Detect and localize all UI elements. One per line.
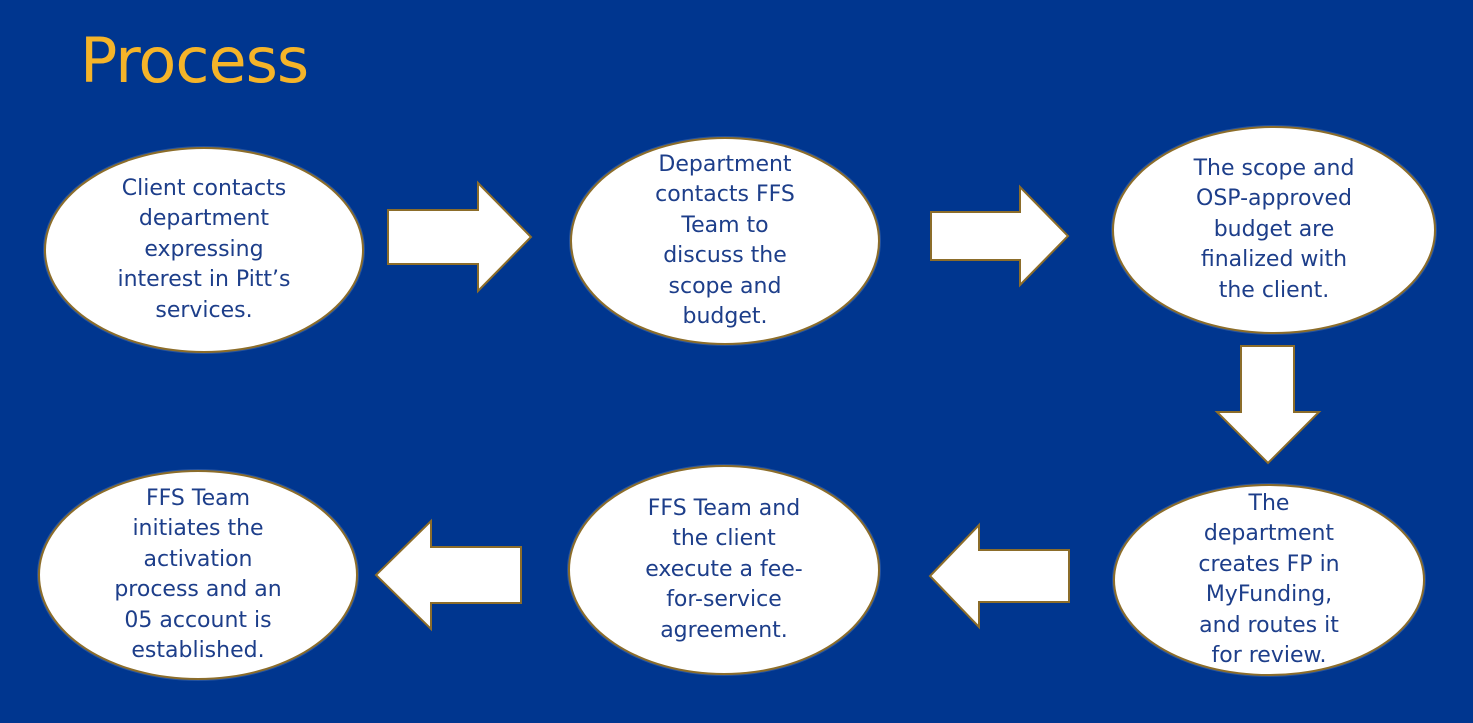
step-6-text: FFS Team initiates the activation proces… — [114, 484, 281, 667]
step-2-line: Department — [658, 151, 792, 177]
step-2-line: budget. — [682, 304, 768, 329]
step-3-oval: The scope and OSP-approved budget are fi… — [1112, 126, 1436, 334]
step-3-line: The scope and — [1193, 155, 1355, 181]
step-6-line: initiates the — [132, 516, 264, 541]
step-3-line: budget are — [1213, 216, 1335, 242]
arrow-down — [1214, 345, 1322, 465]
step-1-line: expressing — [144, 236, 264, 262]
step-2-line: scope and — [668, 273, 782, 299]
step-6-oval: FFS Team initiates the activation proces… — [38, 470, 358, 680]
step-1-text: Client contacts department expressing in… — [117, 174, 290, 327]
step-4-oval: The department creates FP in MyFunding, … — [1113, 484, 1425, 676]
step-2-line: Team to — [681, 212, 769, 238]
step-6-line: 05 account is — [124, 607, 272, 633]
step-6-line: process and an — [114, 577, 282, 602]
step-4-line: for review. — [1211, 643, 1327, 668]
arrow-left-2 — [374, 518, 522, 632]
step-1-line: Client contacts — [121, 175, 287, 201]
step-4-line: and routes it — [1199, 612, 1339, 638]
step-3-line: the client. — [1218, 277, 1330, 303]
step-1-oval: Client contacts department expressing in… — [44, 147, 364, 353]
step-2-text: Department contacts FFS Team to discuss … — [655, 150, 795, 333]
step-4-line: creates FP in — [1198, 551, 1340, 577]
step-6-line: activation — [143, 546, 253, 572]
step-1-line: services. — [155, 297, 253, 323]
step-6-line: FFS Team — [145, 485, 251, 511]
step-5-line: for-service — [666, 587, 782, 613]
step-3-line: OSP-approved — [1196, 186, 1352, 212]
step-4-line: department — [1203, 521, 1335, 546]
step-3-line: finalized with — [1200, 247, 1348, 273]
step-5-line: execute a fee- — [645, 556, 803, 582]
step-5-line: the client — [672, 526, 776, 552]
arrow-left-1 — [928, 522, 1070, 630]
step-2-oval: Department contacts FFS Team to discuss … — [570, 137, 880, 345]
step-2-line: contacts FFS — [655, 182, 795, 207]
step-3-text: The scope and OSP-approved budget are fi… — [1194, 154, 1355, 307]
step-1-line: department — [138, 206, 270, 232]
step-4-line: The — [1248, 490, 1290, 516]
step-4-text: The department creates FP in MyFunding, … — [1198, 489, 1339, 672]
step-4-line: MyFunding, — [1205, 582, 1333, 607]
slide-title: Process — [80, 24, 309, 97]
step-5-line: agreement. — [660, 617, 788, 643]
step-5-oval: FFS Team and the client execute a fee- f… — [568, 465, 880, 675]
step-5-text: FFS Team and the client execute a fee- f… — [645, 494, 802, 647]
step-2-line: discuss the — [663, 243, 787, 268]
step-5-line: FFS Team and — [647, 495, 801, 521]
step-6-line: established. — [131, 638, 265, 663]
arrow-right-1 — [387, 180, 533, 294]
step-1-line: interest in Pitt’s — [117, 267, 291, 293]
arrow-right-2 — [930, 184, 1070, 288]
